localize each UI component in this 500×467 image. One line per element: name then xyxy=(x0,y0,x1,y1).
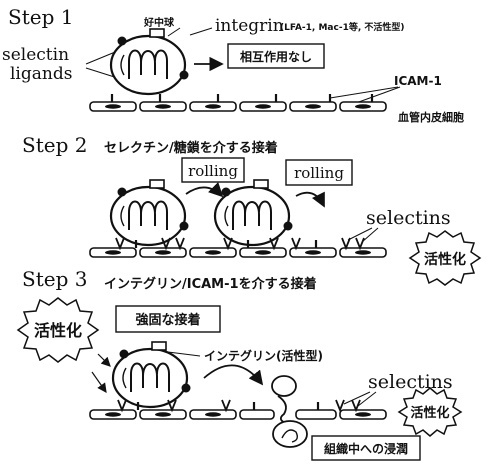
activation-text-right: 活性化 xyxy=(410,405,449,421)
activation-arrow-1 xyxy=(97,353,111,367)
activation-text-step2: 活性化 xyxy=(424,251,466,268)
infiltration-text: 組織中への浸潤 xyxy=(324,441,408,456)
rolling-arrow-2 xyxy=(295,191,325,208)
neutrophil-pointer xyxy=(167,27,181,37)
activation-burst-left xyxy=(16,297,100,363)
integrin-detail: (LFA-1, Mac-1等, 不活性型) xyxy=(280,21,405,33)
step3-section: Step 3 インテグリン/ICAM-1を介する接着 活性化 強固な接着 インテ… xyxy=(16,267,463,461)
neutrophil-label: 好中球 xyxy=(143,16,175,29)
selectins-pointer-2 xyxy=(361,227,379,243)
step3-heading: Step 3 xyxy=(22,267,87,291)
selectins-pointer-3 xyxy=(343,391,371,405)
step1-section: Step 1 好中球 integrin (LFA-1, Mac-1等, 不活性型… xyxy=(2,5,464,124)
integrin-label: integrin xyxy=(215,16,284,36)
firm-adhesion-box xyxy=(115,305,221,333)
activation-arrow-2 xyxy=(91,371,107,393)
icam-pointer-2 xyxy=(355,86,401,104)
neutrophil-cell-step2a xyxy=(109,178,190,247)
neutrophil-cell-step2b xyxy=(213,178,294,247)
rolling-arrow-1 xyxy=(185,182,224,198)
endothelium-label: 血管内皮細胞 xyxy=(398,110,464,124)
neutrophil-cell-step1 xyxy=(109,27,190,96)
transmigrating-cell xyxy=(271,375,308,448)
integrin-active-label: インテグリン(活性型) xyxy=(204,348,323,363)
rolling-box-2 xyxy=(285,159,353,186)
selectins-pointer-1 xyxy=(347,227,373,241)
step2-description: セレクチン/糖鎖を介する接着 xyxy=(104,140,278,156)
activation-text-left: 活性化 xyxy=(34,321,82,340)
infiltration-box xyxy=(311,435,421,461)
activation-burst-right xyxy=(397,387,463,437)
step2-heading: Step 2 xyxy=(22,133,87,157)
step3-description: インテグリン/ICAM-1を介する接着 xyxy=(104,276,317,292)
transmigration-arrow xyxy=(203,364,264,386)
endothelium-step3 xyxy=(89,399,387,420)
icam-label: ICAM-1 xyxy=(394,74,442,88)
step1-heading: Step 1 xyxy=(8,5,73,29)
rolling-text-2: rolling xyxy=(294,164,344,182)
firm-adhesion-text: 強固な接着 xyxy=(135,312,200,328)
no-interaction-box xyxy=(227,43,325,69)
integrin-active-pointer xyxy=(167,351,201,357)
rolling-box-1 xyxy=(181,157,245,183)
rolling-text-1: rolling xyxy=(188,162,238,180)
step3-selectins-label: selectins xyxy=(368,371,453,393)
step2-selectins-label: selectins xyxy=(366,207,451,229)
integrin-pointer xyxy=(189,27,213,36)
selectins-pointer-4 xyxy=(357,391,377,407)
step2-section: Step 2 セレクチン/糖鎖を介する接着 rolling rolling se… xyxy=(22,133,482,286)
icam-pointer-1 xyxy=(329,86,399,99)
selectin-label: selectin xyxy=(2,45,69,65)
activation-burst-step2 xyxy=(408,230,482,286)
neutrophil-cell-step3 xyxy=(111,340,192,409)
ligands-label: ligands xyxy=(10,64,72,84)
no-interaction-text: 相互作用なし xyxy=(240,49,312,64)
